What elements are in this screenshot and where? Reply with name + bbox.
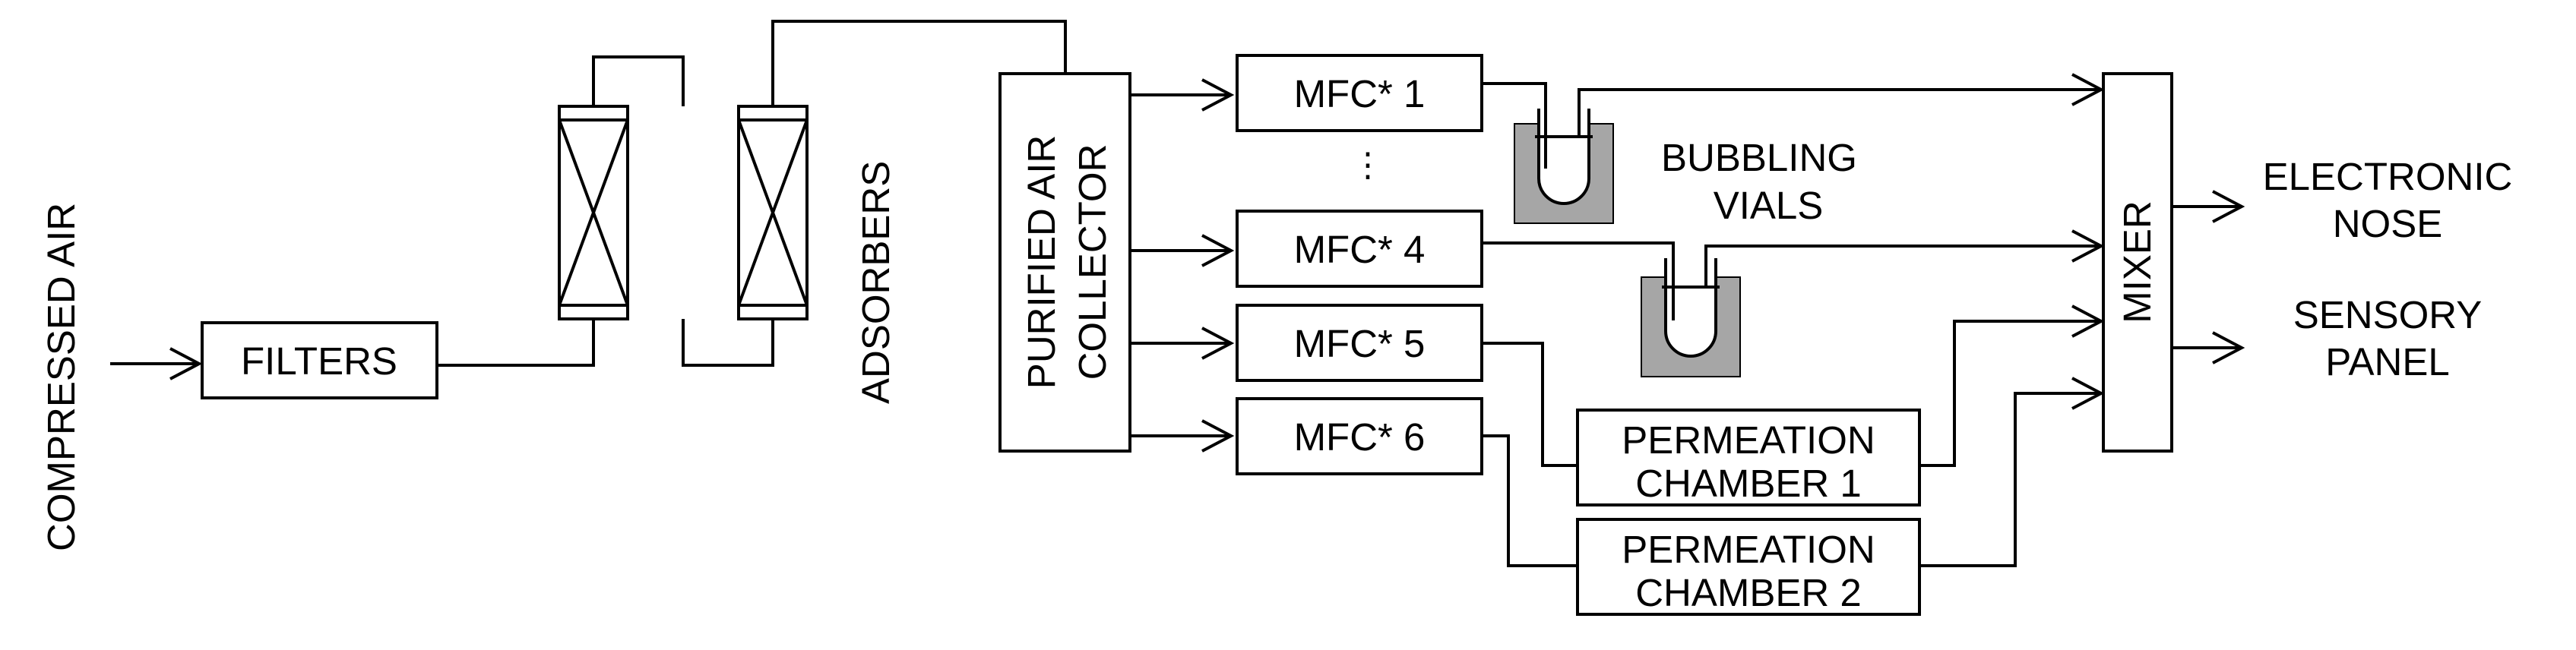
- perm-1-label-line2: CHAMBER 1: [1635, 462, 1862, 505]
- mfc-1: MFC* 1: [1236, 54, 1483, 132]
- filters-block: FILTERS: [201, 321, 438, 399]
- filters-box: [201, 321, 438, 399]
- bubbling-label-line1: BUBBLING: [1661, 136, 1857, 179]
- collector-to-mfc4-arrowhead: [1201, 234, 1235, 267]
- purified-air-collector: PURIFIED AIR COLLECTOR: [998, 72, 1131, 453]
- mfc5-to-perm1-line: [1482, 342, 1578, 467]
- enose-label-line2: NOSE: [2333, 202, 2443, 245]
- mixer-box: [2102, 72, 2173, 453]
- mfc-5-label: MFC* 5: [1294, 322, 1426, 365]
- enose-label-line1: ELECTRONIC: [2263, 155, 2513, 198]
- mfc1-to-vial1-line: [1482, 82, 1547, 109]
- mixer-to-enose-arrowhead: [2212, 190, 2245, 223]
- bubbling-vial-1: [1514, 109, 1614, 224]
- perm-1-label-line1: PERMEATION: [1622, 418, 1875, 462]
- mixer-to-sensory-arrowhead: [2212, 331, 2245, 364]
- mfc-5-box: [1236, 304, 1483, 382]
- permeation-chamber-1: PERMEATION CHAMBER 1: [1576, 409, 1921, 506]
- permeation-chamber-2: PERMEATION CHAMBER 2: [1576, 518, 1921, 616]
- mfc-4-box: [1236, 210, 1483, 288]
- mfc-6: MFC* 6: [1236, 397, 1483, 475]
- inlet-arrowhead: [169, 347, 203, 380]
- vial2-to-mixer-line: [1704, 245, 2101, 258]
- mfc-ellipsis: ⋮: [1351, 147, 1385, 184]
- perm2-to-mixer-line: [1919, 392, 2101, 567]
- mfc-4-label: MFC* 4: [1294, 228, 1426, 271]
- vial-1-tube: [1537, 109, 1590, 205]
- mixer-label: MIXER: [2116, 200, 2159, 323]
- vial1-to-mixer-line: [1578, 88, 2101, 109]
- perm1-to-mixer-arrowhead: [2071, 304, 2105, 338]
- mixer: MIXER: [2102, 72, 2173, 453]
- compressed-air-label: COMPRESSED AIR: [40, 203, 83, 551]
- filters-to-adsorber1-line: [437, 319, 595, 367]
- mfc-4: MFC* 4: [1236, 210, 1483, 288]
- adsorbers-label: ADSORBERS: [854, 161, 897, 404]
- filters-label: FILTERS: [241, 339, 397, 383]
- mfc-1-label: MFC* 1: [1294, 72, 1426, 115]
- perm-2-label-line2: CHAMBER 2: [1635, 571, 1862, 614]
- adsorber-2-body: [737, 105, 809, 320]
- collector-to-mfc6-arrowhead: [1201, 419, 1235, 453]
- bubbling-label-line2: VIALS: [1714, 184, 1824, 227]
- sensory-label-line2: PANEL: [2325, 340, 2449, 383]
- adsorbers-bottom-loop-line: [682, 319, 774, 367]
- collector-to-mfc1-arrowhead: [1201, 78, 1235, 112]
- adsorber-2: [737, 105, 809, 320]
- bubbling-vial-2: [1641, 258, 1741, 377]
- adsorber-1-cross-b: [558, 119, 629, 306]
- adsorber2-to-collector-line: [771, 20, 1067, 106]
- adsorber-2-cross-b: [737, 119, 809, 306]
- adsorber-1: [558, 105, 629, 320]
- mfc4-to-vial2-line: [1482, 241, 1675, 258]
- collector-box: [998, 72, 1131, 453]
- perm-2-box: [1576, 518, 1921, 616]
- vial1-to-mixer-arrowhead: [2071, 73, 2105, 106]
- perm-2-label-line1: PERMEATION: [1622, 528, 1875, 571]
- mfc-6-label: MFC* 6: [1294, 415, 1426, 459]
- connections: [110, 20, 2245, 567]
- perm-1-box: [1576, 409, 1921, 506]
- vial2-to-mixer-arrowhead: [2071, 229, 2105, 263]
- mfc6-to-perm2-line: [1482, 434, 1578, 567]
- collector-label-line2: COLLECTOR: [1071, 144, 1114, 380]
- collector-to-mfc5-arrowhead: [1201, 327, 1235, 360]
- perm2-to-mixer-arrowhead: [2071, 377, 2105, 410]
- mfc-6-box: [1236, 397, 1483, 475]
- mfc-1-box: [1236, 54, 1483, 132]
- collector-label-line1: PURIFIED AIR: [1020, 135, 1063, 389]
- sensory-label-line1: SENSORY: [2293, 293, 2482, 336]
- mfc-5: MFC* 5: [1236, 304, 1483, 382]
- perm1-to-mixer-line: [1919, 320, 2101, 467]
- vial-2-tube: [1664, 258, 1717, 358]
- adsorber1-top-line: [592, 55, 685, 106]
